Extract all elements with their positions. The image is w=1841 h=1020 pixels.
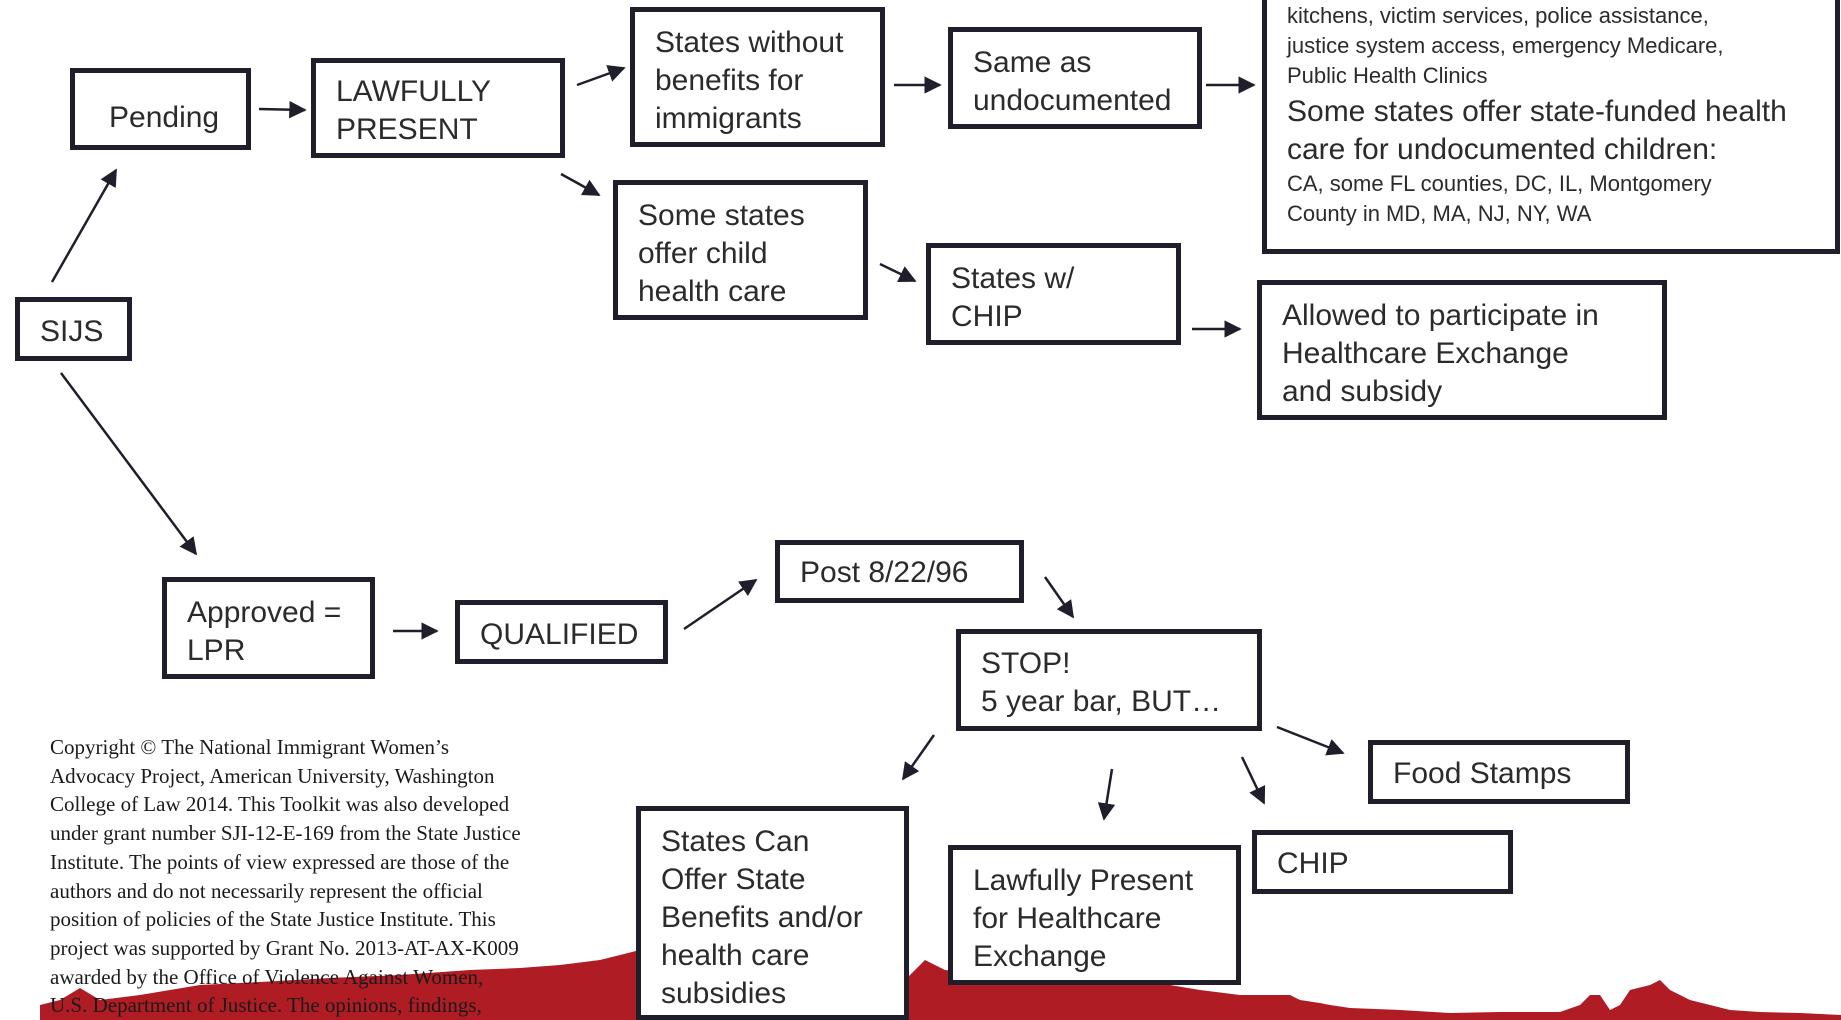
arrow-qualified-post <box>683 578 758 631</box>
node-qualified: QUALIFIED <box>455 600 668 664</box>
services-line-3: Public Health Clinics <box>1287 63 1488 88</box>
arrow-stop-states <box>901 734 936 781</box>
arrow-sijs-pending <box>50 168 118 283</box>
node-lawfully-present: LAWFULLY PRESENT <box>311 58 565 158</box>
node-food-stamps: Food Stamps <box>1368 740 1630 804</box>
arrow-pending-lawfully <box>258 100 307 119</box>
copyright-notice: Copyright © The National Immigrant Women… <box>50 735 521 1018</box>
node-allowed-exchange: Allowed to participate in Healthcare Exc… <box>1257 280 1667 420</box>
arrow-somestates-chip <box>879 262 917 283</box>
services-line-2: justice system access, emergency Medicar… <box>1287 33 1724 58</box>
node-stop: STOP! 5 year bar, BUT… <box>956 629 1262 731</box>
node-approved-lpr: Approved = LPR <box>162 577 375 679</box>
node-states-can-offer: States Can Offer State Benefits and/or h… <box>636 806 909 1020</box>
node-some-states-child-health: Some states offer child health care <box>613 180 868 320</box>
node-post-date: Post 8/22/96 <box>775 540 1024 603</box>
node-undocumented-services: kitchens, victim services, police assist… <box>1262 0 1840 254</box>
arrow-stop-chip <box>1240 756 1266 805</box>
services-states-list: CA, some FL counties, DC, IL, Montgomery… <box>1287 171 1712 226</box>
arrow-lawfully-stateswithout <box>576 65 626 87</box>
arrow-post-stop <box>1043 576 1075 619</box>
services-heading: Some states offer state-funded health ca… <box>1287 95 1787 166</box>
node-chip: CHIP <box>1252 830 1513 894</box>
node-lawfully-present-exchange: Lawfully Present for Healthcare Exchange <box>948 845 1241 985</box>
node-sijs: SIJS <box>15 297 132 361</box>
services-partial-line: kitchens, victim services, police assist… <box>1287 3 1709 28</box>
node-same-as-undocumented: Same as undocumented <box>948 27 1202 129</box>
arrow-stop-lawfully-exchange <box>1097 768 1116 821</box>
arrow-sijs-approved <box>59 372 198 556</box>
arrow-lawfully-somestates <box>560 172 601 197</box>
node-states-without-benefits: States without benefits for immigrants <box>630 7 885 147</box>
node-states-with-chip: States w/ CHIP <box>926 243 1181 345</box>
node-pending: Pending <box>70 68 251 150</box>
arrow-stop-food <box>1276 725 1345 756</box>
